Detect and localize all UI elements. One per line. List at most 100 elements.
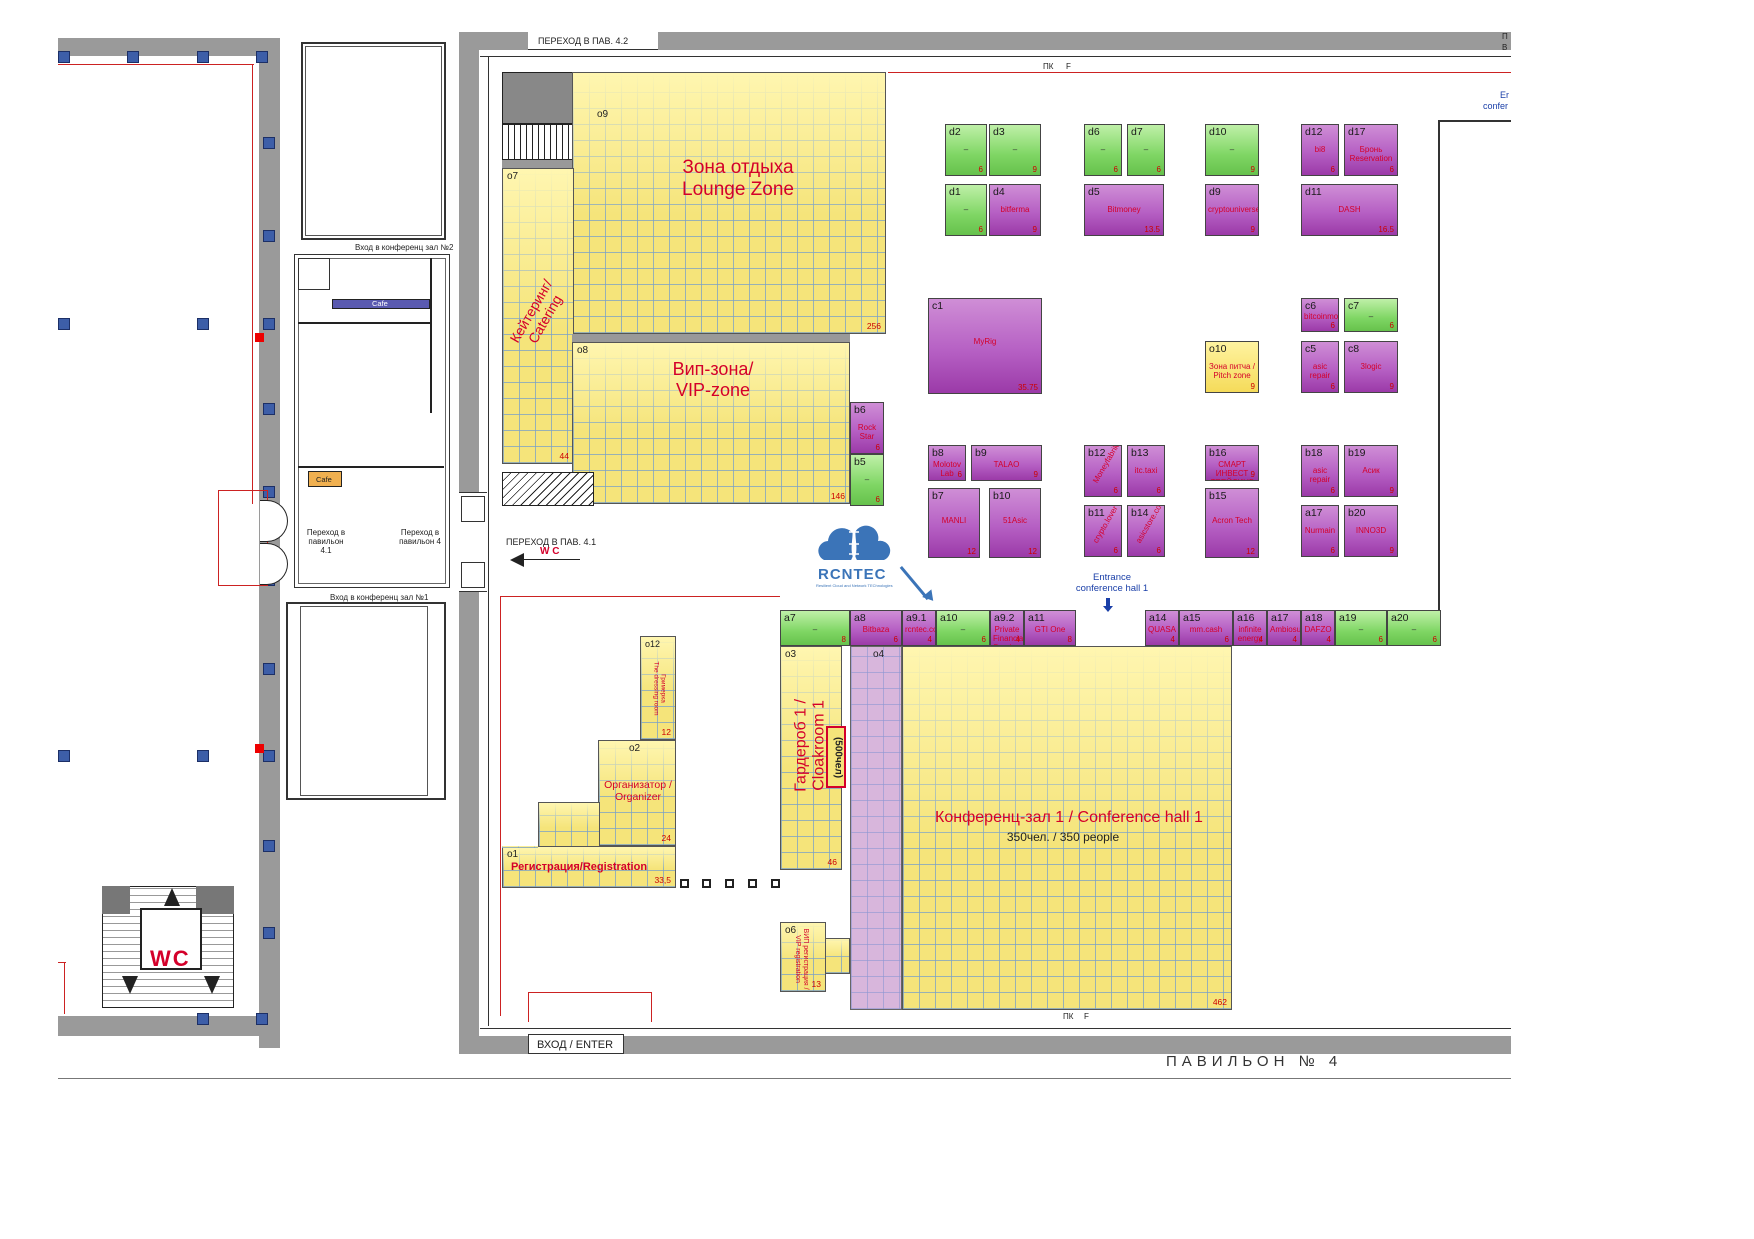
booth-exhibitor: – (963, 205, 969, 214)
conference-hall-1[interactable]: o4 Конференц-зал 1 / Conference hall 1 3… (873, 646, 1232, 1010)
booth-area: 6 (1330, 382, 1335, 391)
booth-id: d17 (1348, 126, 1366, 138)
booth-area: 6 (981, 635, 986, 644)
booth-a20[interactable]: a20–6 (1387, 610, 1441, 646)
vip-registration[interactable]: o6 ВИП регистрация / VIP registration 13 (780, 922, 826, 992)
booth-area: 6 (1378, 635, 1383, 644)
cafe-counter-2 (308, 471, 342, 487)
booth-id: b18 (1305, 447, 1323, 459)
booth-area: 9 (1032, 225, 1037, 234)
registration-zone[interactable]: o1 Регистрация/Registration 33,5 (502, 846, 676, 888)
booth-c7[interactable]: c7–6 (1344, 298, 1398, 332)
booth-a19[interactable]: a19–6 (1335, 610, 1387, 646)
red-outline-wc (58, 962, 66, 963)
vip-zone[interactable]: o8 Вип-зона/ VIP-zone 146 (572, 342, 850, 504)
post (680, 879, 689, 888)
red-outline-left-pav-h (500, 596, 780, 597)
pk-top-label: ПК (1043, 62, 1054, 71)
pavilion-title: ПАВИЛЬОН № 4 (1166, 1053, 1343, 1070)
zone-area: 256 (866, 321, 881, 331)
catering-zone[interactable]: o7 Кейтеринг/ Catering 44 (502, 168, 574, 464)
column (256, 1013, 268, 1025)
booth-d6[interactable]: d6–6 (1084, 124, 1122, 176)
zone-title: Зона отдыха Lounge Zone (682, 157, 794, 200)
left-wall-bottom (58, 1016, 280, 1036)
registration-upper (538, 802, 600, 848)
booth-d2[interactable]: d2–6 (945, 124, 987, 176)
booth-a10[interactable]: a10–6 (936, 610, 990, 646)
booth-area: 6 (1224, 635, 1229, 644)
booth-area: 13.5 (1144, 225, 1160, 234)
booth-d7[interactable]: d7–6 (1127, 124, 1165, 176)
booth-id: b5 (854, 456, 866, 468)
booth-c6[interactable]: c6bitcoinmoney.ru6 (1301, 298, 1339, 332)
booth-area: 9 (1250, 165, 1255, 174)
booth-exhibitor: Bitbaza (862, 624, 890, 634)
organizer-zone[interactable]: o2 Организатор / Organizer 24 (598, 740, 676, 846)
cafe-partition-2 (298, 466, 444, 468)
pavilion-wall-top (459, 32, 1511, 50)
column (263, 403, 275, 415)
zone-id: o8 (577, 345, 589, 356)
booth-a17b[interactable]: a17Ambiosus4 (1267, 610, 1301, 646)
booth-id: b6 (854, 404, 866, 416)
booth-b5[interactable]: b5–6 (850, 454, 884, 506)
booth-d3[interactable]: d3–9 (989, 124, 1041, 176)
booth-d10[interactable]: d10–9 (1205, 124, 1259, 176)
zone-id: o9 (597, 109, 609, 120)
post (748, 879, 757, 888)
post (702, 879, 711, 888)
booth-exhibitor: Private Financial Services (993, 624, 1024, 645)
booth-exhibitor: QUASA (1148, 624, 1177, 634)
booth-exhibitor: Acron Tech (1212, 516, 1252, 526)
lounge-zone[interactable]: o9 Зона отдыха Lounge Zone 256 (572, 72, 886, 334)
booth-id: a17 (1271, 612, 1289, 624)
booth-id: a10 (940, 612, 958, 624)
dressing-room[interactable]: o12 Гримерка The dressing room 12 (640, 636, 676, 740)
column (197, 51, 209, 63)
conf-hall-1-inner (300, 606, 428, 796)
booth-exhibitor: – (1368, 311, 1374, 321)
booth-id: d11 (1305, 186, 1322, 198)
booth-d1[interactable]: d1–6 (945, 184, 987, 236)
stair-gap (502, 160, 572, 168)
zone-area: 462 (1212, 997, 1227, 1007)
entry-conf-hall-1-label: Вход в конференц зал №1 (330, 593, 429, 602)
booth-id: a19 (1339, 612, 1357, 624)
booth-a7[interactable]: a7–8 (780, 610, 850, 646)
booth-exhibitor: – (1411, 624, 1417, 634)
